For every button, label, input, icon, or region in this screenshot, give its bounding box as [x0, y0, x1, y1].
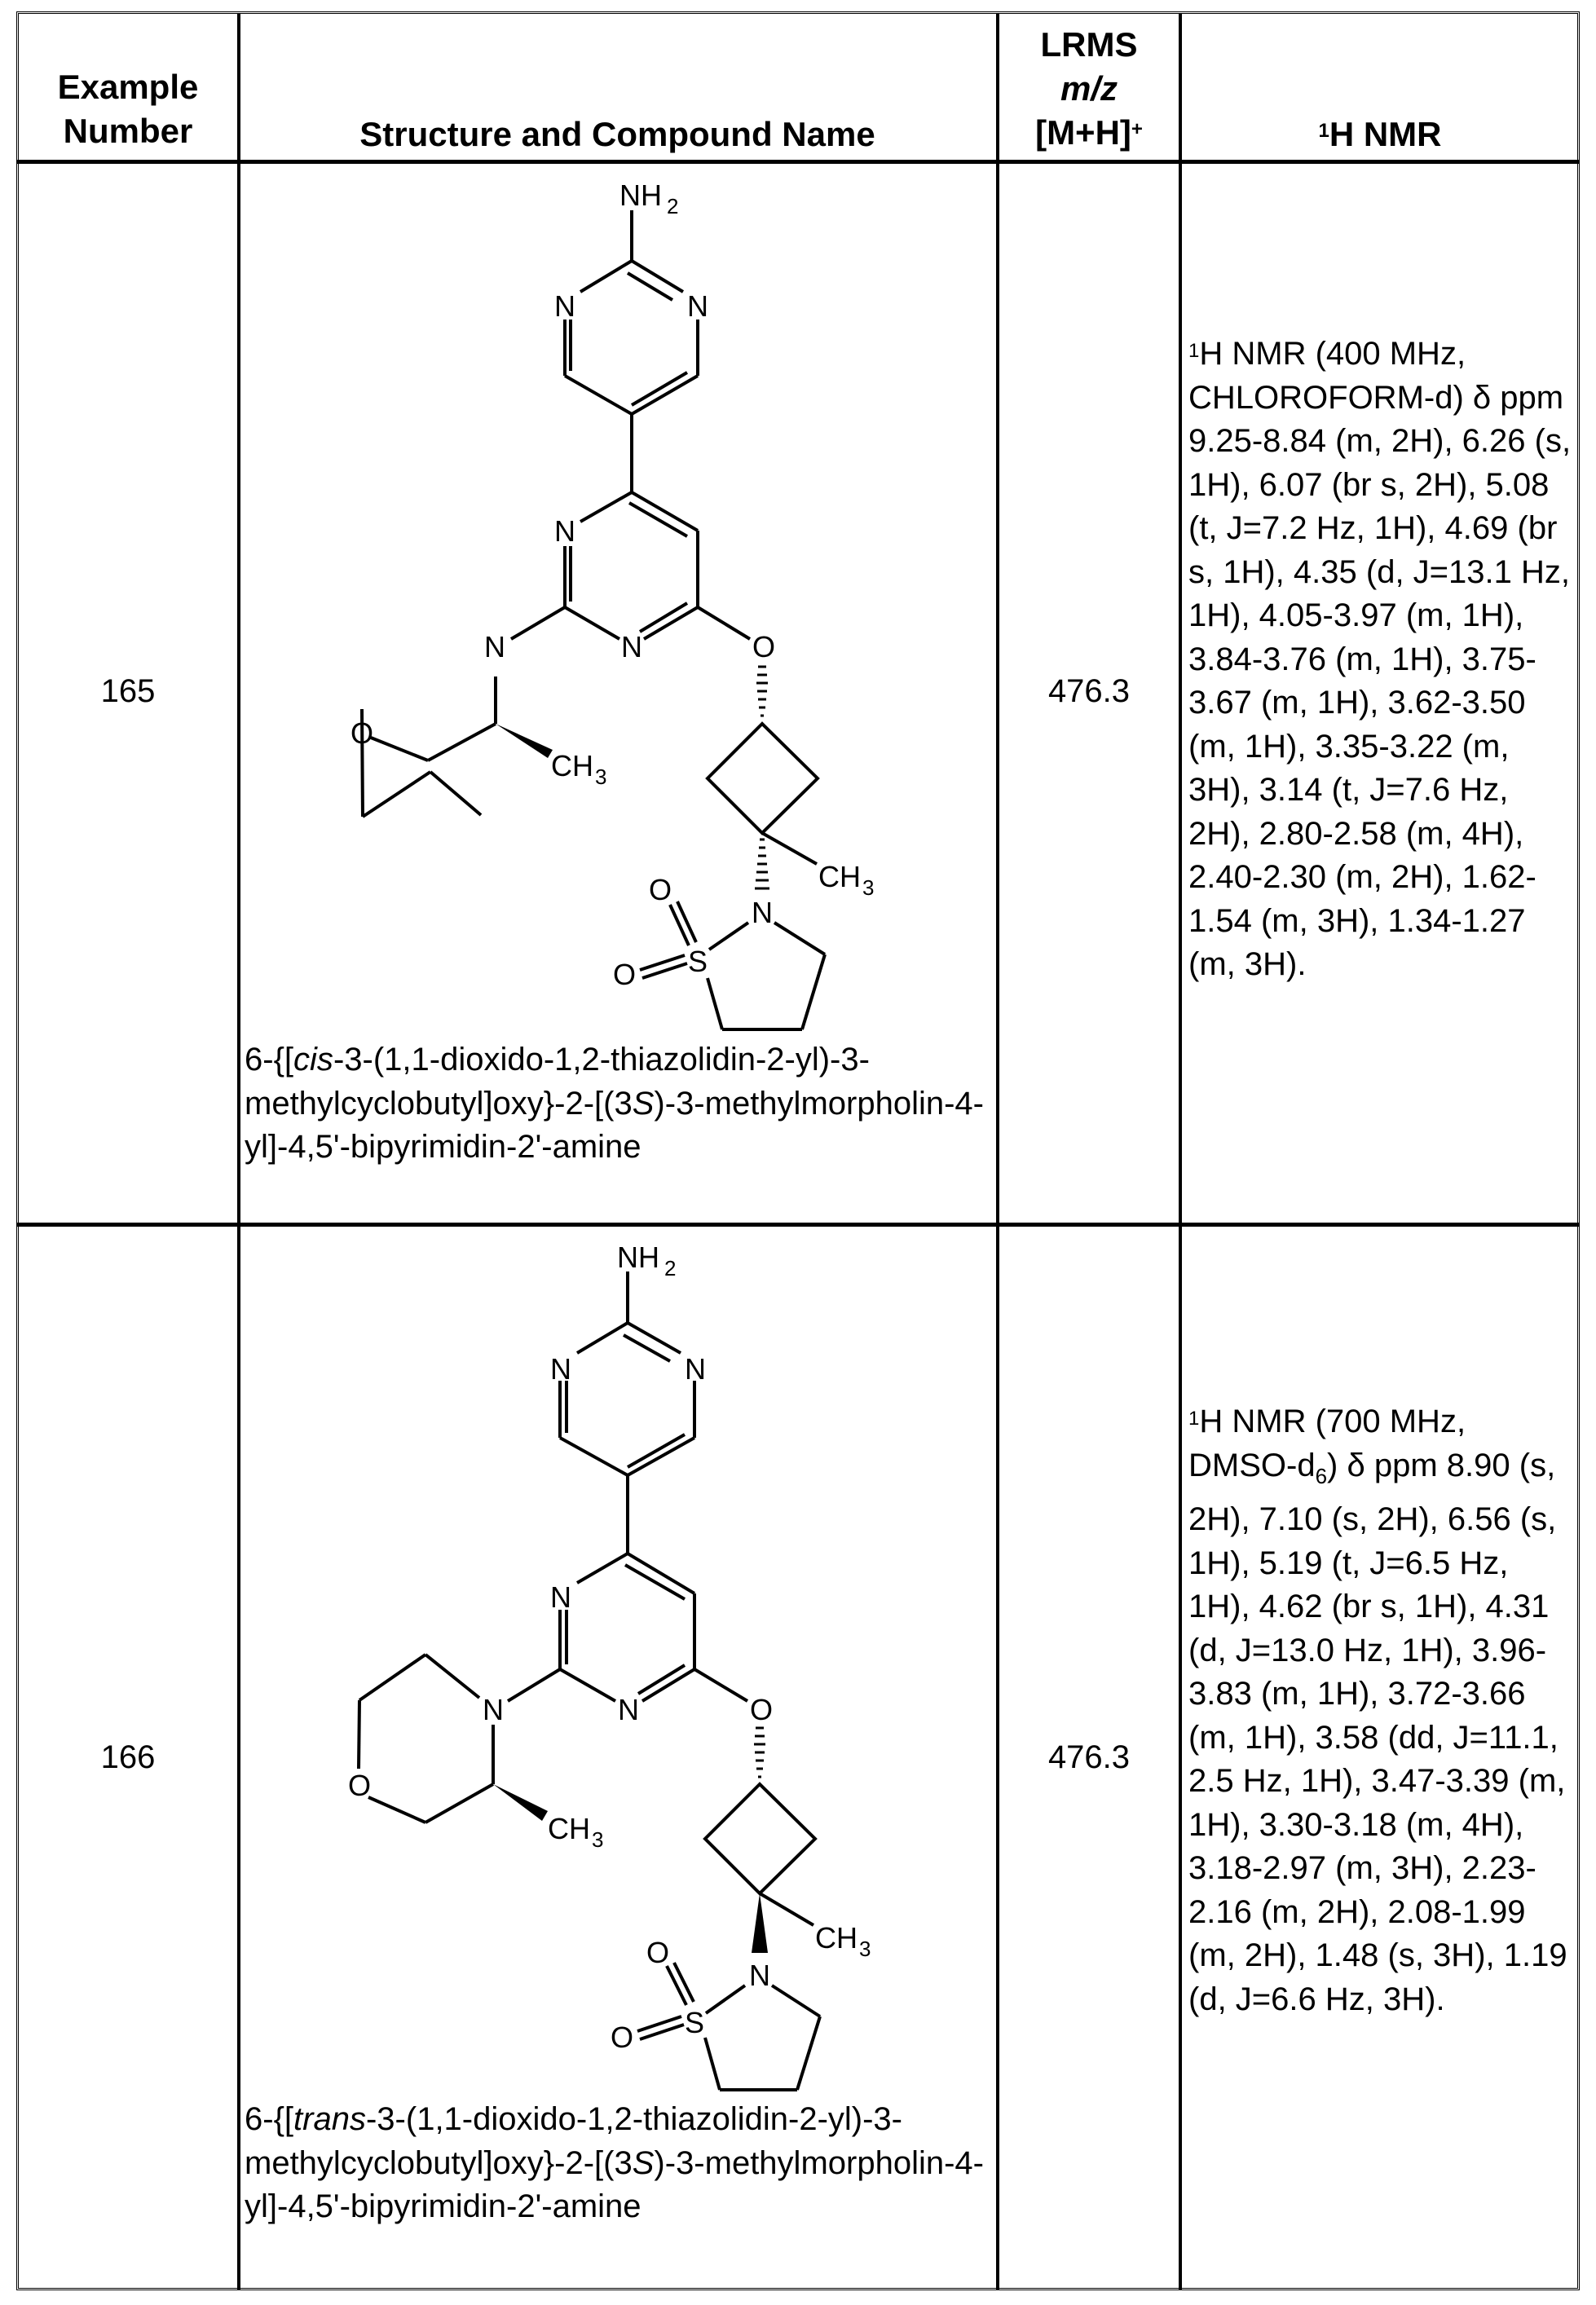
svg-text:N: N	[483, 1693, 504, 1726]
svg-text:N: N	[752, 896, 773, 929]
svg-text:N: N	[749, 1959, 770, 1992]
header-structure: Structure and Compound Name	[240, 112, 994, 156]
svg-text:CH: CH	[818, 860, 861, 893]
name-part: -3-(1,1-dioxido-1,2-thiazolidin-2-yl)-3-…	[245, 1042, 870, 1122]
svg-text:3: 3	[592, 1827, 603, 1852]
name-part: )-3-methylmorpholin-4-yl]-4,5'-bipyrimid…	[245, 2144, 984, 2225]
header-example-number: Example Number	[20, 65, 236, 153]
svg-text:N: N	[554, 289, 575, 323]
data-table	[16, 11, 1580, 2290]
name-stereo: cis	[293, 1042, 333, 1078]
compound-name: 6-{[trans-3-(1,1-dioxido-1,2-thiazolidin…	[245, 2098, 994, 2229]
header-text: [M+H]	[1035, 113, 1131, 152]
svg-text:N: N	[685, 1352, 706, 1386]
header-text: Number	[63, 112, 193, 150]
superscript: 1	[1318, 120, 1329, 142]
nmr-data: 1H NMR (400 MHz, CHLOROFORM-d) δ ppm 9.2…	[1188, 333, 1572, 987]
superscript: +	[1131, 118, 1143, 140]
svg-text:N: N	[621, 630, 642, 663]
column-divider	[996, 13, 999, 2290]
header-text: m/z	[1060, 69, 1118, 108]
svg-text:S: S	[685, 2006, 704, 2039]
svg-text:N: N	[550, 1580, 571, 1614]
svg-text:O: O	[351, 716, 373, 750]
nmr-text: H NMR (400 MHz, CHLOROFORM-d) δ ppm 9.25…	[1188, 336, 1572, 982]
svg-text:O: O	[613, 958, 636, 991]
name-part: 6-{[	[245, 1042, 294, 1078]
name-stereo: trans	[293, 2101, 366, 2137]
name-part: -3-(1,1-dioxido-1,2-thiazolidin-2-yl)-3-…	[245, 2101, 902, 2181]
header-text: [M+H]+	[999, 111, 1179, 155]
row-divider	[16, 1223, 1580, 1227]
example-number: 165	[100, 673, 156, 709]
svg-text:CH: CH	[815, 1921, 858, 1955]
svg-text:N: N	[550, 1352, 571, 1386]
lrms-value: 476.3	[1047, 1739, 1131, 1775]
header-text: H NMR	[1329, 115, 1442, 153]
nmr-data: 1H NMR (700 MHz, DMSO-d6) δ ppm 8.90 (s,…	[1188, 1400, 1572, 2021]
svg-text:3: 3	[595, 765, 606, 789]
name-part: 6-{[	[245, 2101, 294, 2137]
svg-text:O: O	[646, 1936, 669, 1969]
svg-text:NH: NH	[619, 178, 662, 212]
svg-text:O: O	[750, 1693, 773, 1726]
svg-text:O: O	[649, 873, 672, 906]
svg-text:N: N	[618, 1693, 639, 1726]
svg-text:CH: CH	[551, 749, 593, 782]
svg-text:N: N	[484, 630, 505, 663]
column-divider	[237, 13, 240, 2290]
svg-text:3: 3	[859, 1937, 871, 1961]
svg-text:O: O	[611, 2021, 633, 2054]
example-number: 166	[100, 1739, 156, 1775]
svg-text:2: 2	[664, 1256, 676, 1280]
svg-text:CH: CH	[548, 1812, 590, 1845]
header-nmr: 1H NMR	[1182, 112, 1578, 156]
nmr-text: H NMR (700 MHz, DMSO-d	[1188, 1404, 1466, 1483]
superscript: 1	[1188, 1408, 1200, 1430]
svg-text:2: 2	[667, 194, 678, 218]
subscript: 6	[1315, 1463, 1328, 1488]
compound-name: 6-{[cis-3-(1,1-dioxido-1,2-thiazolidin-2…	[245, 1038, 994, 1170]
name-part: )-3-methylmorpholin-4-yl]-4,5'-bipyrimid…	[245, 1085, 984, 1166]
svg-text:S: S	[688, 945, 708, 978]
svg-text:N: N	[554, 514, 575, 548]
svg-text:N: N	[687, 289, 708, 323]
svg-text:NH: NH	[617, 1241, 659, 1274]
superscript: 1	[1188, 340, 1200, 362]
header-divider	[16, 160, 1580, 164]
svg-text:O: O	[752, 630, 775, 663]
nmr-text: ) δ ppm 8.90 (s, 2H), 7.10 (s, 2H), 6.56…	[1188, 1447, 1567, 2017]
name-stereo: S	[632, 2144, 655, 2181]
svg-text:3: 3	[862, 875, 874, 900]
lrms-value: 476.3	[1047, 673, 1131, 709]
header-text: LRMS	[1040, 25, 1138, 64]
name-stereo: S	[632, 1085, 655, 1122]
header-text: Structure and Compound Name	[359, 115, 875, 153]
header-lrms: LRMS m/z [M+H]+	[999, 23, 1179, 155]
header-text: Example	[57, 68, 199, 106]
column-divider	[1179, 13, 1182, 2290]
svg-text:O: O	[348, 1769, 371, 1802]
